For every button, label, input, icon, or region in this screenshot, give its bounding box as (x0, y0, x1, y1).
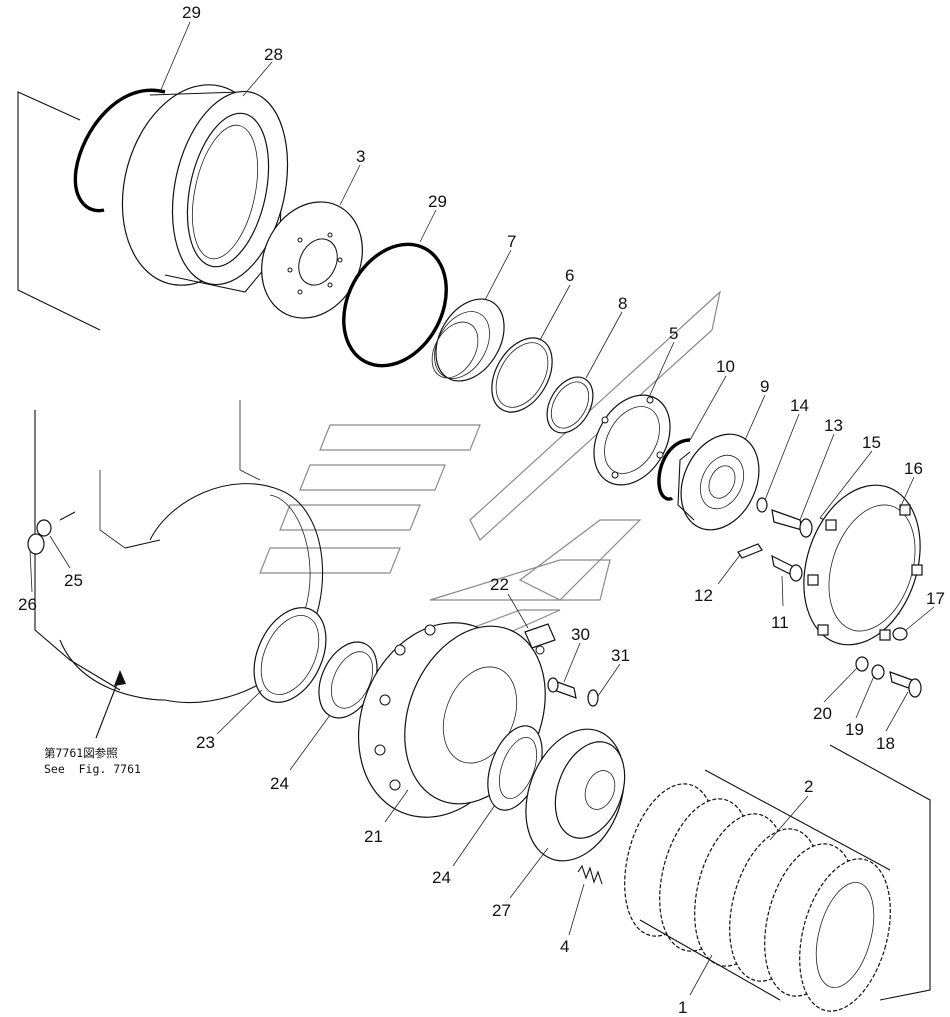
upper-assembly-bracket (17, 91, 101, 331)
block-22 (524, 623, 556, 649)
leader-lines (29, 21, 935, 996)
label-2: 2 (804, 777, 813, 796)
label-29-mid: 29 (428, 192, 447, 211)
label-31: 31 (611, 646, 630, 665)
label-13: 13 (824, 416, 843, 435)
bolt-13 (771, 509, 813, 538)
reference-note-english: See Fig. 7761 (44, 762, 141, 776)
label-3: 3 (356, 147, 365, 166)
reference-note-japanese: 第7761図参照 (44, 746, 118, 760)
seal-23 (253, 607, 327, 703)
label-21: 21 (364, 827, 383, 846)
o-ring-29-top (73, 88, 166, 213)
bolt-11 (771, 554, 803, 582)
gear-drum-27 (525, 728, 626, 862)
reference-arrow (95, 670, 126, 739)
label-20: 20 (813, 704, 832, 723)
label-19: 19 (845, 720, 864, 739)
label-18: 18 (876, 734, 895, 753)
spring-4 (577, 864, 603, 885)
watermark-logo (259, 290, 721, 651)
label-26: 26 (18, 595, 37, 614)
label-8: 8 (618, 294, 627, 313)
plug-26 (27, 533, 45, 555)
label-27: 27 (492, 901, 511, 920)
label-24-bottom: 24 (432, 868, 451, 887)
label-6: 6 (565, 266, 574, 285)
bolt-30 (547, 677, 577, 699)
label-28: 28 (264, 45, 283, 64)
housing-28 (121, 84, 289, 293)
washer-14 (756, 497, 768, 513)
o-ring-10 (657, 438, 691, 501)
cover-16 (803, 484, 923, 646)
part-number-labels: 29 28 3 29 7 6 8 5 10 9 14 13 15 16 12 1… (18, 3, 945, 1017)
label-14: 14 (790, 396, 809, 415)
label-29-top: 29 (182, 3, 201, 22)
label-11: 11 (771, 613, 789, 632)
bearing-7 (431, 298, 505, 382)
label-17: 17 (926, 589, 945, 608)
washer-19 (871, 664, 885, 680)
label-7: 7 (507, 232, 516, 251)
plate-3 (261, 201, 363, 319)
washer-20 (855, 656, 869, 672)
plug-17 (892, 627, 908, 641)
plate-12 (737, 543, 763, 559)
label-15: 15 (862, 433, 881, 452)
label-9: 9 (760, 377, 769, 396)
label-10: 10 (716, 357, 735, 376)
reference-note: 第7761図参照 See Fig. 7761 (44, 746, 141, 776)
label-5: 5 (669, 324, 678, 343)
label-12: 12 (694, 586, 713, 605)
ring-8 (546, 376, 594, 434)
flange-5 (593, 394, 671, 486)
label-25: 25 (64, 571, 83, 590)
fitting-25 (36, 511, 76, 537)
clutch-plate-stack (624, 783, 891, 1012)
label-4: 4 (560, 937, 569, 956)
label-22: 22 (490, 575, 509, 594)
ring-6 (491, 337, 553, 413)
bolt-18 (889, 671, 922, 698)
hub-9 (677, 433, 760, 531)
transmission-case (34, 400, 324, 704)
label-16: 16 (904, 459, 923, 478)
clutch-plates-bracket (639, 744, 931, 1001)
o-ring-29-mid (342, 242, 448, 368)
label-30: 30 (571, 625, 590, 644)
label-23: 23 (196, 733, 215, 752)
label-1: 1 (678, 998, 687, 1017)
label-24-left: 24 (270, 774, 289, 793)
washer-31 (587, 689, 599, 707)
